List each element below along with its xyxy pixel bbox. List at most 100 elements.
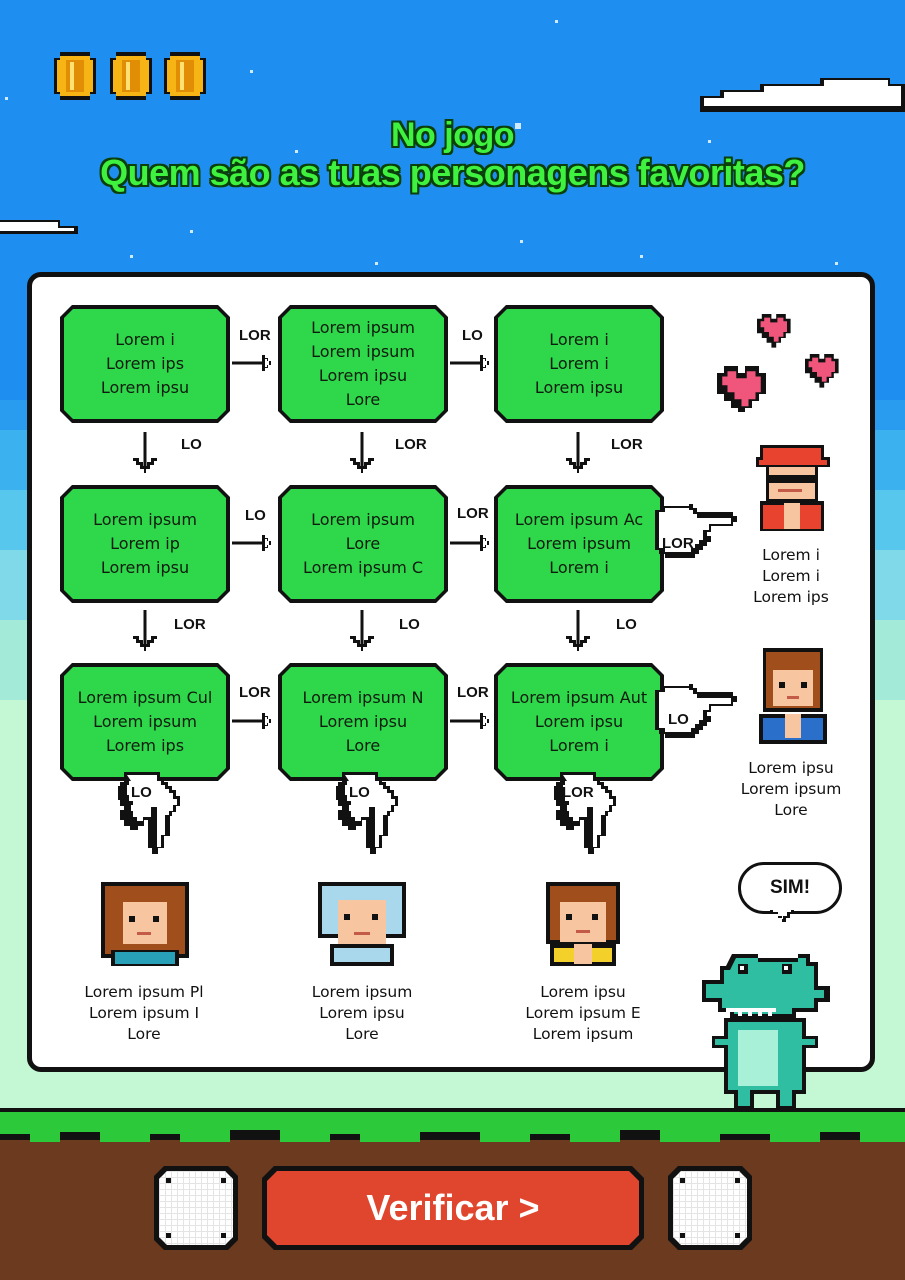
caption-line: Lorem i [762,546,820,564]
caption-line: Lorem ipsu [540,983,626,1001]
box-text-line: Lorem ipsum Cul [77,688,213,707]
box-text-line: Lore [345,390,381,409]
avatar [759,648,827,744]
caption-line: Lorem ips [753,588,829,606]
box-text-line: Lorem ipsu [534,378,624,397]
pointer-label: LOR [662,535,694,552]
box-text-line: Lorem ips [105,354,185,373]
box-text-line: Lorem i [549,736,609,755]
caption-line: Lorem ipsum E [525,1004,641,1022]
box-text-line: Lorem ipsum C [302,558,424,577]
box-text-line: Lorem ipsu [100,378,190,397]
caption-line: Lorem ipsum [740,780,842,798]
box-text-line: Lorem i [549,330,609,349]
caption-line: Lorem ipsum I [88,1004,200,1022]
box-text-line: Lorem i [549,354,609,373]
box-text-line: Lorem ipsu [318,366,408,385]
avatar [756,445,830,531]
speech-tail-icon [770,910,794,922]
heart-icon [805,354,839,388]
box-text-line: Lorem ipsum [311,342,415,361]
box-text-line: Lorem ip [110,534,180,553]
box-text-line: Lore [345,736,381,755]
connector-label: LO [245,507,266,524]
box-text-line: Lorem i [115,330,175,349]
connector-label: LOR [395,436,427,453]
box-text-line: Lorem ips [105,736,185,755]
box-text-line: Lorem ipsu [100,558,190,577]
connector-label: LO [616,616,637,633]
caption-line: Lorem ipsum [311,983,413,1001]
caption-line: Lore [127,1025,161,1043]
verify-button[interactable]: Verificar > [262,1166,644,1250]
title-line-2: Quem são as tuas personagens favoritas? [100,152,805,193]
box-text-line: Lorem ipsum [311,318,415,337]
caption-line: Lorem i [762,567,820,585]
connector-label: LOR [457,684,489,701]
box-text-line: Lore [345,534,381,553]
character-option-box[interactable]: Lorem i Lorem i Lorem ipsu [494,305,664,423]
box-text-line: Lorem ipsum N [302,688,424,707]
caption-line: Lorem ipsu [748,759,834,777]
right-square-button[interactable] [668,1166,752,1250]
crocodile-mascot-icon [702,954,830,1110]
avatar [318,882,406,966]
connector-label: LOR [457,505,489,522]
left-square-button[interactable] [154,1166,238,1250]
heart-icon [717,366,766,412]
speech-bubble: SIM! [738,862,842,914]
box-text-line: Lorem ipsum Ac [514,510,644,529]
caption-line: Lore [774,801,808,819]
connector-label: LOR [611,436,643,453]
pointer-label: LO [668,711,689,728]
pointer-label: LO [131,784,152,801]
box-text-line: Lorem ipsum [311,510,415,529]
caption-line: Lorem ipsum [532,1025,634,1043]
caption-line: Lore [345,1025,379,1043]
connector-label: LO [181,436,202,453]
verify-button-label: Verificar > [267,1171,639,1245]
heart-icon [757,314,791,348]
connector-label: LO [462,327,483,344]
connector-label: LOR [239,684,271,701]
box-text-line: Lorem ipsum [93,712,197,731]
coin-icon [164,52,206,100]
box-text-line: Lorem ipsu [318,712,408,731]
title-line-1: No jogo [390,116,515,154]
box-text-line: Lorem ipsum [93,510,197,529]
avatar [546,882,620,966]
coin-icon [110,52,152,100]
caption-line: Lorem ipsu [319,1004,405,1022]
box-text: Lorem i Lorem i Lorem ipsu [498,309,660,419]
box-text-line: Lorem ipsu [534,712,624,731]
hearts-decoration [717,314,839,412]
box-text-line: Lorem ipsum [527,534,631,553]
coin-icon [54,52,96,100]
connector-label: LO [399,616,420,633]
connector-label: LOR [174,616,206,633]
box-text-line: Lorem i [549,558,609,577]
pointer-label: LO [349,784,370,801]
box-text-line: Lorem ipsum Aut [510,688,648,707]
character-caption: Lorem i Lorem i Lorem ips [706,545,876,608]
avatar [101,882,189,966]
